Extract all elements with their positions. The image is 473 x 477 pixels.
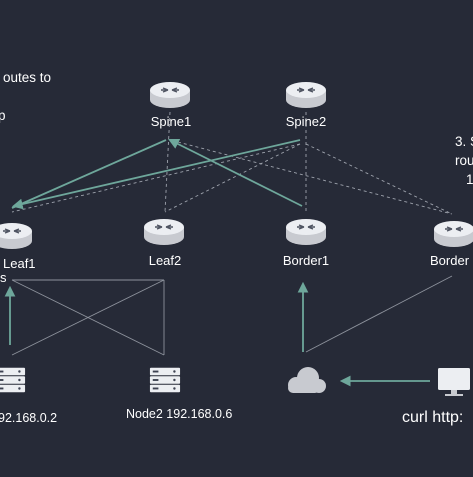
label-spine1: Spine1	[151, 114, 191, 129]
link-spine2-leaf1	[11, 143, 301, 213]
link-spine1-leaf2	[164, 111, 171, 213]
note-right-line1: 3. S	[455, 134, 473, 149]
arrow-spine1-to-leaf1	[11, 139, 167, 209]
cloud-icon	[288, 367, 326, 393]
router-icon	[143, 218, 185, 246]
label-leaf1: Leaf1	[3, 256, 36, 271]
router-icon	[285, 218, 327, 246]
label-node2: Node2 192.168.0.6	[126, 407, 232, 421]
label-leaf1-extra: s	[0, 270, 7, 285]
note-left-line1: outes to	[3, 70, 51, 85]
link-spine2-border2	[305, 143, 453, 215]
active-path	[4, 139, 430, 387]
label-spine2: Spine2	[286, 114, 326, 129]
router-icon	[149, 81, 191, 109]
link-spine1-border2	[177, 141, 453, 215]
arrow-spine2-to-leaf1	[11, 139, 301, 210]
server-icon	[0, 367, 26, 393]
note-right-line2: rou	[455, 153, 473, 168]
router-icon	[0, 222, 33, 250]
router-icon	[285, 81, 327, 109]
label-border1: Border1	[283, 253, 329, 268]
note-right-line3: 1	[466, 172, 473, 187]
router-icon	[433, 220, 473, 248]
note-left-line2: p	[0, 108, 6, 123]
label-node1: 92.168.0.2	[0, 411, 57, 425]
link-spine2-leaf2	[164, 143, 301, 213]
client-command: curl http:	[402, 409, 463, 426]
link-border2-cloud	[305, 275, 453, 353]
arrow-border1-to-spine1	[168, 139, 303, 207]
server-icon	[149, 367, 181, 393]
dashed-fabric-links	[11, 111, 453, 215]
label-leaf2: Leaf2	[149, 253, 182, 268]
label-border2: Border	[430, 253, 470, 268]
access-links	[11, 275, 453, 356]
monitor-icon	[438, 368, 470, 396]
link-leaf2-node1	[11, 279, 165, 356]
